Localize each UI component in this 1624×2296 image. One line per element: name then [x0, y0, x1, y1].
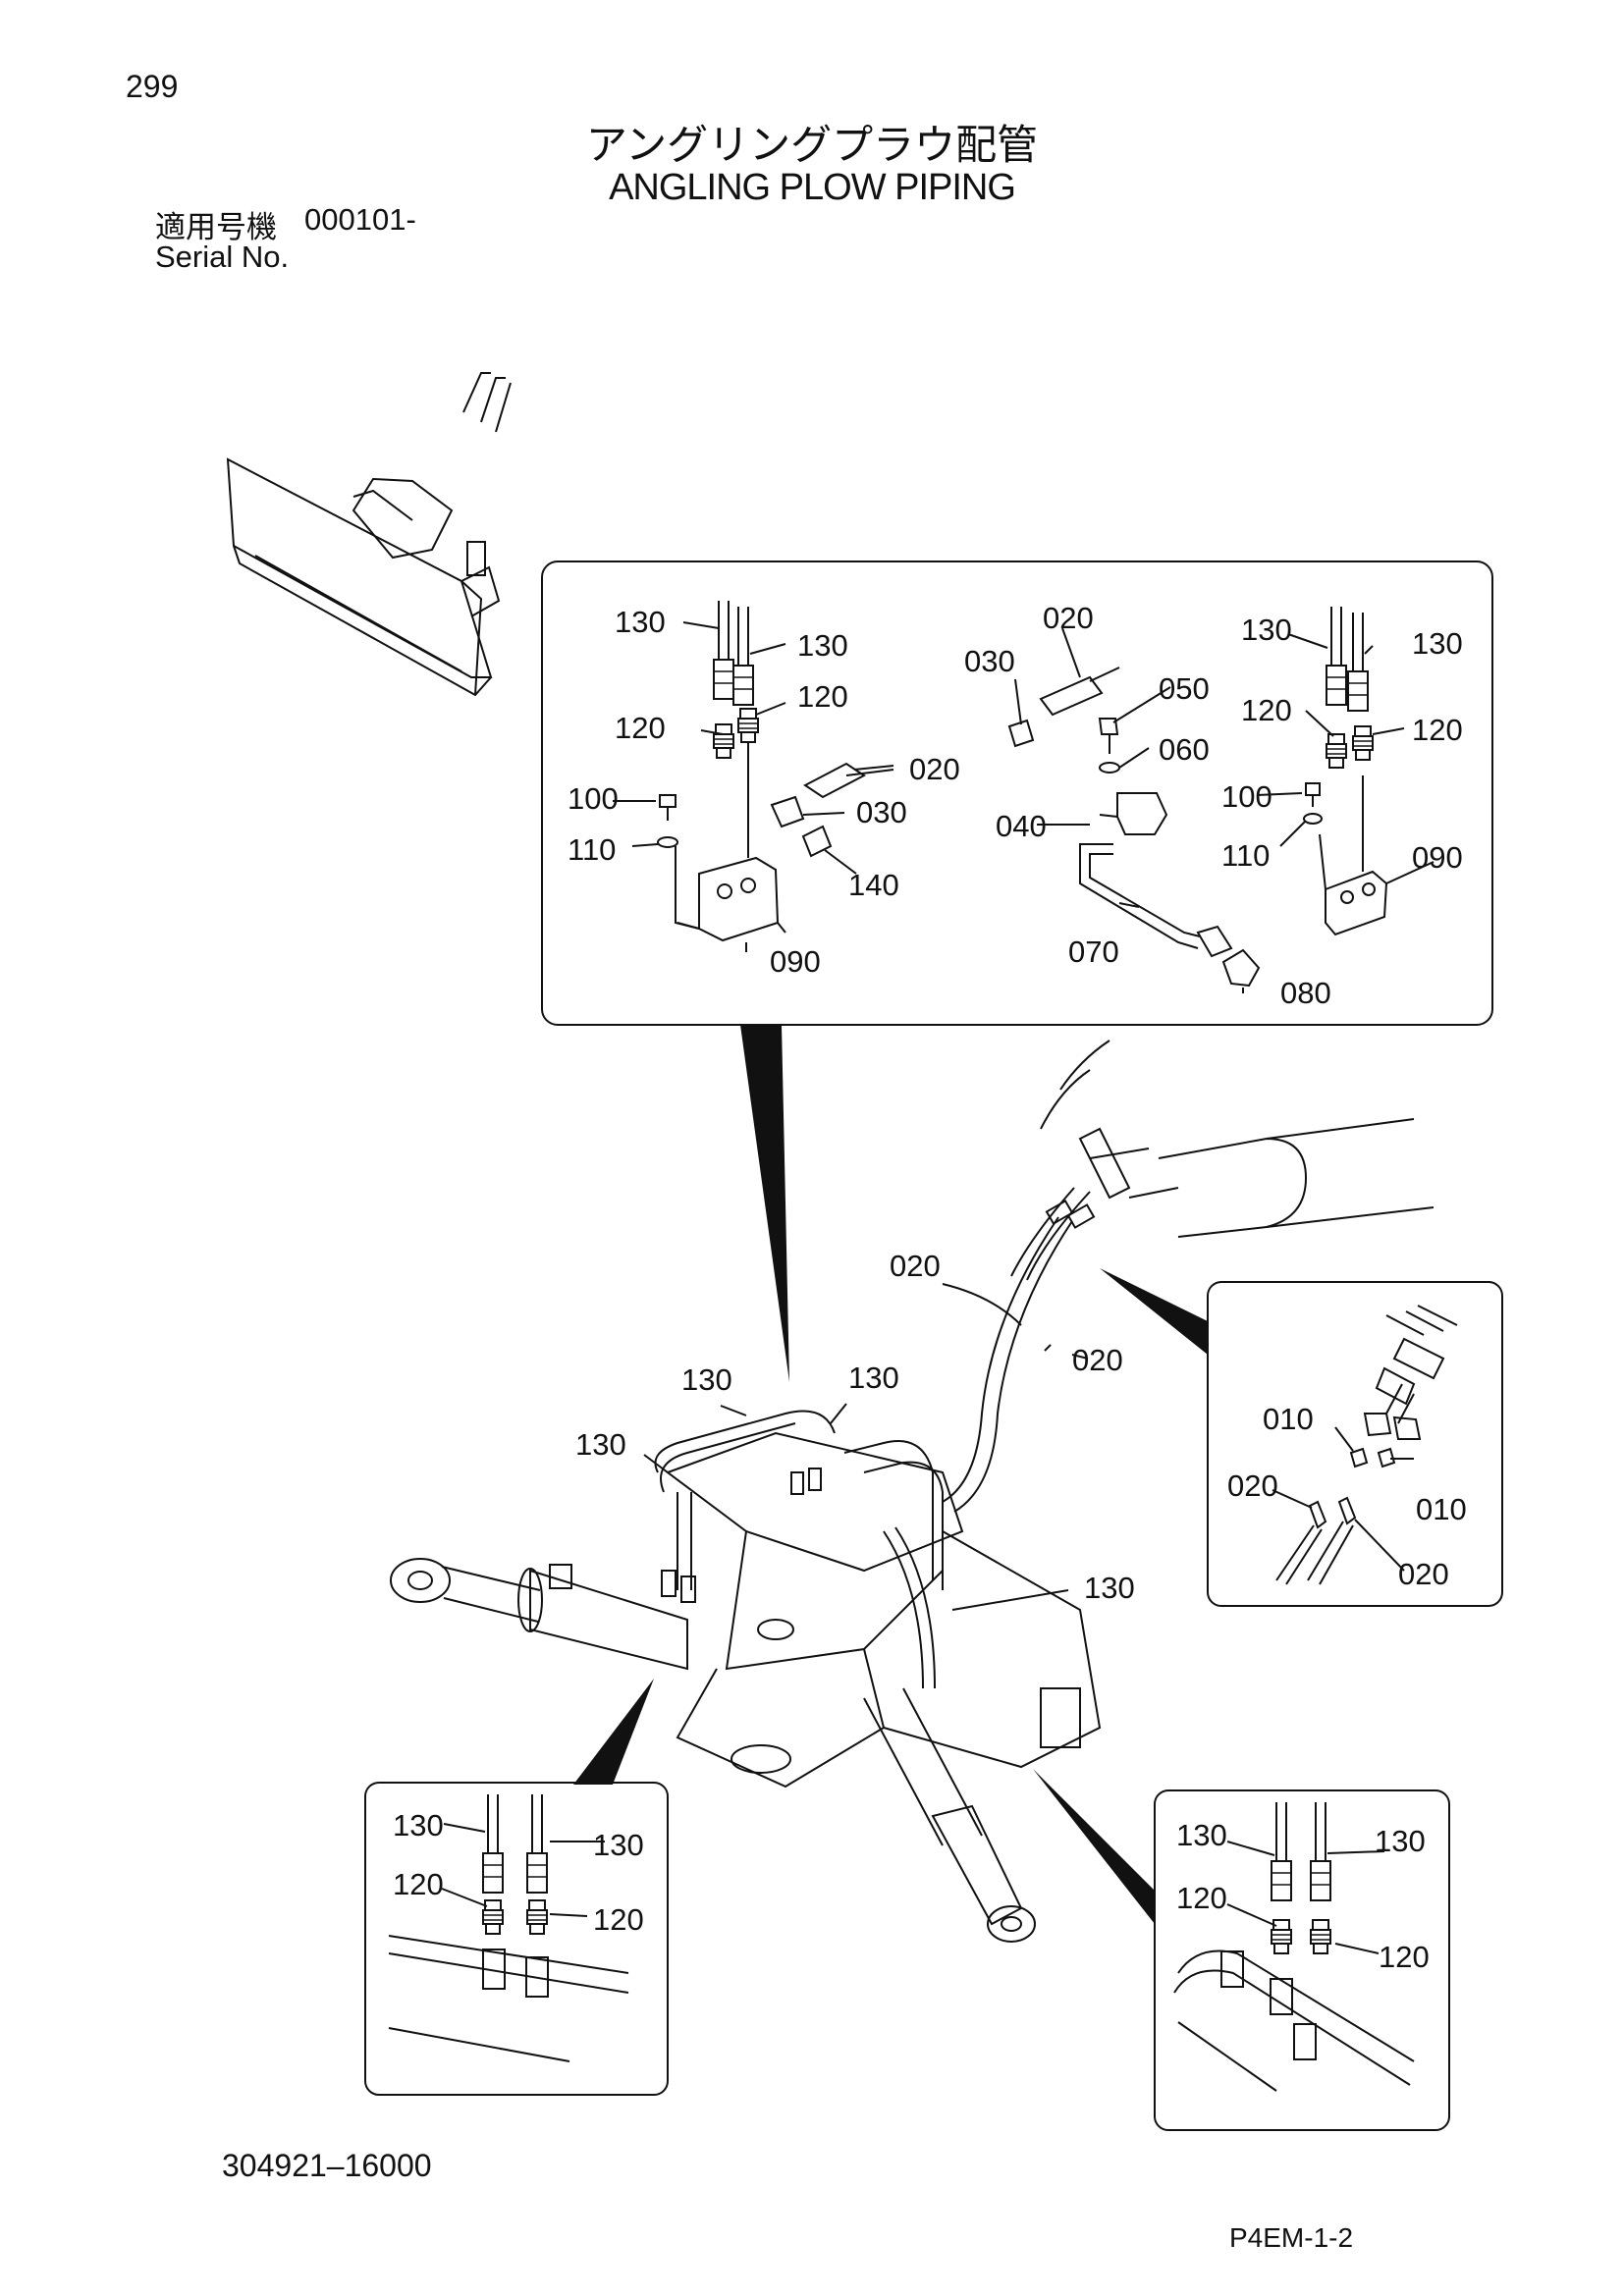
- callout-110: 110: [1221, 838, 1270, 873]
- detail-panel-bottom-left: [364, 1782, 669, 2096]
- callout-130: 130: [1412, 626, 1463, 661]
- page-code: P4EM-1-2: [1229, 2222, 1354, 2253]
- page-number: 299: [126, 69, 179, 104]
- callout-010: 010: [1263, 1402, 1314, 1436]
- callout-120: 120: [593, 1902, 644, 1937]
- serial-label-japanese: 適用号機: [155, 210, 277, 245]
- callout-130: 130: [1375, 1824, 1426, 1858]
- serial-label: Serial No.: [155, 240, 290, 274]
- bottom-left-detail-callouts: 130 130 120 120: [393, 1808, 644, 1937]
- page-title-japanese: アングリングプラウ配管: [585, 121, 1039, 169]
- callout-020: 020: [1227, 1468, 1278, 1503]
- callout-010: 010: [1416, 1492, 1467, 1526]
- callout-110: 110: [568, 832, 616, 867]
- main-assembly-illustration: [390, 1040, 1435, 1943]
- bottom-left-detail-parts: [388, 1793, 629, 2062]
- callout-100: 100: [568, 781, 619, 816]
- callout-040: 040: [996, 809, 1047, 843]
- detail-panel-bottom-right: [1154, 1789, 1450, 2131]
- callout-120: 120: [797, 679, 848, 714]
- main-view-leaders: [643, 1283, 1089, 1611]
- right-detail-callouts: 010 020 010 020: [1227, 1402, 1467, 1591]
- callout-020: 020: [1398, 1557, 1449, 1591]
- callout-030: 030: [964, 644, 1015, 678]
- callout-060: 060: [1159, 732, 1210, 767]
- detail-pointer: [740, 1025, 789, 1382]
- right-detail-parts: [1272, 1305, 1458, 1585]
- detail-pointer: [573, 1679, 654, 1785]
- detail-panel-top: [541, 561, 1493, 1026]
- detail-pointer: [1100, 1268, 1208, 1355]
- callout-120: 120: [393, 1867, 444, 1901]
- callout-130: 130: [1241, 613, 1292, 647]
- detail-pointer: [1033, 1769, 1155, 1924]
- callout-120: 120: [1412, 713, 1463, 747]
- callout-130: 130: [797, 628, 848, 663]
- callout-020: 020: [890, 1249, 941, 1283]
- callout-090: 090: [770, 944, 821, 979]
- callout-050: 050: [1159, 671, 1210, 706]
- callout-120: 120: [615, 711, 666, 745]
- callout-130: 130: [615, 605, 666, 639]
- callout-130: 130: [1176, 1818, 1227, 1852]
- callout-020: 020: [1072, 1343, 1123, 1377]
- callout-080: 080: [1280, 976, 1331, 1010]
- callout-070: 070: [1068, 934, 1119, 969]
- page-title: ANGLING PLOW PIPING: [609, 167, 1016, 208]
- top-detail-callouts: 130 130 120 120 020 100 030 110 140 090 …: [568, 601, 1463, 1010]
- callout-130: 130: [1084, 1571, 1135, 1605]
- callout-140: 140: [848, 868, 899, 902]
- part-number: 304921–16000: [222, 2148, 432, 2183]
- callout-130: 130: [681, 1362, 732, 1397]
- bottom-right-detail-callouts: 130 130 120 120: [1176, 1818, 1430, 1974]
- main-view-callouts: 020 020 130 130 130 130: [575, 1249, 1135, 1605]
- detail-panel-right: [1207, 1281, 1503, 1607]
- callout-130: 130: [848, 1361, 899, 1395]
- callout-120: 120: [1176, 1881, 1227, 1915]
- blade-overview-illustration: [226, 372, 512, 697]
- callout-120: 120: [1241, 693, 1292, 727]
- callout-020: 020: [909, 752, 960, 786]
- top-detail-parts: [613, 600, 1435, 993]
- callout-020: 020: [1043, 601, 1094, 635]
- callout-130: 130: [593, 1828, 644, 1862]
- callout-130: 130: [393, 1808, 444, 1842]
- callout-120: 120: [1379, 1940, 1430, 1974]
- serial-value: 000101-: [304, 202, 416, 237]
- callout-130: 130: [575, 1427, 626, 1462]
- callout-100: 100: [1221, 779, 1272, 814]
- bottom-right-detail-parts: [1173, 1801, 1415, 2092]
- callout-090: 090: [1412, 840, 1463, 875]
- callout-030: 030: [856, 795, 907, 829]
